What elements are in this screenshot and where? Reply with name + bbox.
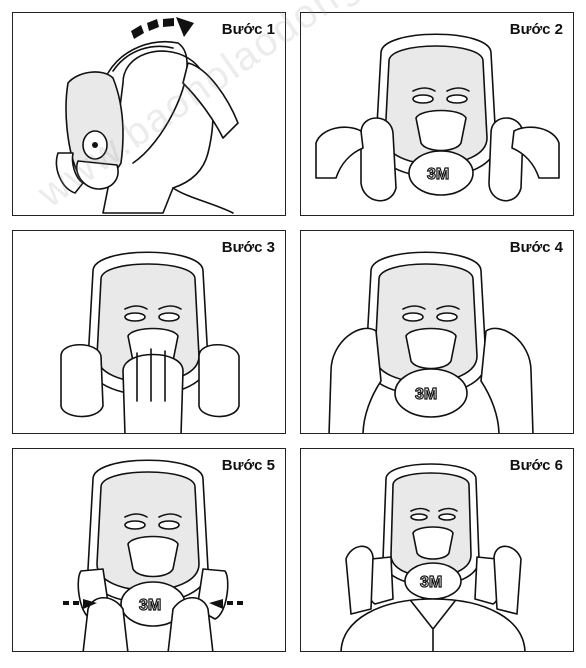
step-4-label: Bước 4 [509,239,563,256]
filter-logo: 3M [427,166,449,183]
step-5-label: Bước 5 [221,457,275,474]
step-1-illustration [55,17,239,214]
step-3-label: Bước 3 [221,239,275,256]
filter-logo: 3M [420,574,442,591]
step-5-panel: Bước 5 3M [12,448,286,652]
step-2-label: Bước 2 [509,21,563,38]
step-6-illustration: 3M [340,463,526,651]
step-3-illustration [60,251,240,433]
step-4-illustration: 3M [328,251,534,433]
step-1-panel: Bước 1 [12,12,286,216]
step-6-panel: Bước 6 3M [300,448,574,652]
step-6-label: Bước 6 [509,457,563,474]
filter-logo: 3M [415,386,437,403]
filter-logo: 3M [139,597,161,614]
step-3-panel: Bước 3 [12,230,286,434]
step-2-illustration: 3M [315,33,560,202]
step-4-panel: Bước 4 3M [300,230,574,434]
step-2-panel: Bước 2 3M [300,12,574,216]
step-1-label: Bước 1 [221,21,275,38]
step-5-illustration: 3M [63,459,243,651]
